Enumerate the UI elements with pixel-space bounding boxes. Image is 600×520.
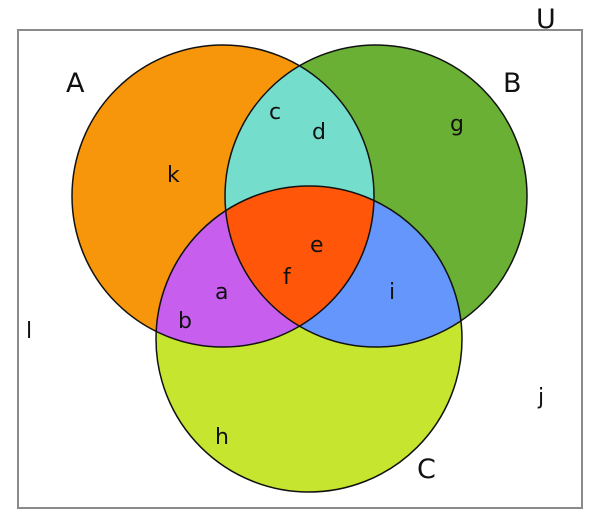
set-a-label: A [66,68,85,99]
element-label: e [310,233,324,258]
element-label: i [389,280,395,305]
set-a-outline [71,44,375,348]
universe-label: U [536,4,556,35]
set-c-outline [155,185,463,493]
element-label: f [283,265,292,290]
element-label: b [178,309,192,334]
set-b-outline [224,44,528,348]
element-label: g [450,112,464,137]
set-c-label: C [417,454,436,485]
element-label: a [215,280,228,305]
element-label: l [26,319,32,344]
element-label: c [269,100,281,125]
element-label: h [215,425,229,450]
element-label: k [167,163,180,188]
element-label: d [312,120,326,145]
set-b-label: B [503,68,522,99]
element-label: j [537,385,544,410]
